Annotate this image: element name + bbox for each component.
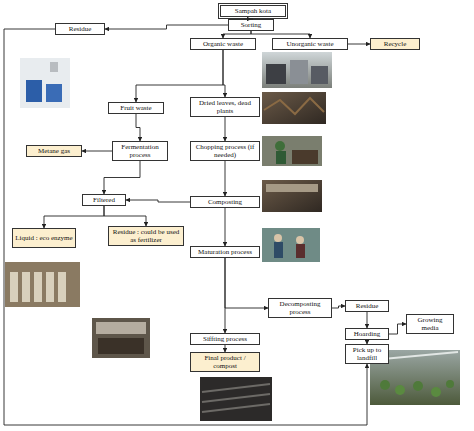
node-label: Fermentation process [115,143,165,159]
process-box: Fruit waste [108,102,164,114]
process-box: Residue [345,300,389,312]
photo-maturation [262,228,320,262]
photo-dried-leaves [262,92,326,124]
process-box: Sampah kota [218,3,288,19]
flow-arrow [105,25,228,29]
flow-arrow [332,306,345,308]
flow-arrow [104,206,146,226]
process-box: Composting [190,196,260,208]
process-box: Hoarding [345,328,389,340]
flow-arrow [126,200,190,202]
flow-arrow [225,161,226,196]
flow-arrow [348,44,370,45]
node-label: Decomposting process [271,300,329,316]
flow-arrow [4,29,367,425]
node-label: Fruit waste [120,104,151,112]
process-box: Filtered [82,194,126,206]
node-label: Unorganic waste [286,40,333,48]
flow-arrow [389,324,406,334]
output-box: Residue : could be used as fertilizer [108,226,184,246]
process-box: Sorting [228,19,274,31]
photo-sifting [92,318,150,358]
photo-composting [262,180,322,212]
photo-chopping [262,136,322,166]
photo-fermentation [20,58,70,108]
node-label: Metane gas [38,147,70,155]
node-label: Sampah kota [235,7,271,15]
flow-arrow [223,31,251,38]
node-label: Chopping process (if needed) [193,143,257,159]
node-label: Sorting [241,21,262,29]
photo-unorganic [262,52,332,88]
node-label: Composting [208,198,242,206]
process-box: Growing media [406,314,454,334]
flow-arrow [225,258,226,333]
flow-arrow [251,31,310,38]
node-label: Recycle [384,40,407,48]
process-box: Maturation process [190,246,260,258]
process-box: Pick up to landfill [345,344,389,364]
flow-arrow [82,151,112,152]
flow-arrow [225,208,226,246]
process-box: Decomposting process [268,298,332,318]
flow-arrow [225,345,226,352]
node-label: Dried leaves, dead plants [193,99,257,115]
node-label: Growing media [409,316,451,332]
flow-arrow [367,340,368,344]
node-label: Residue [356,302,379,310]
process-box: Dried leaves, dead plants [190,97,260,117]
flow-arrow [104,161,140,194]
process-box: Chopping process (if needed) [190,141,260,161]
flow-arrow [367,312,368,328]
flow-arrow [223,50,225,97]
node-label: Pick up to landfill [348,346,386,362]
node-label: Liquid : eco enzyme [15,234,72,242]
output-box: Recycle [370,38,420,50]
node-label: Final product / compost [193,354,257,370]
flow-arrow [225,258,268,308]
process-box: Fermentation process [112,141,168,161]
output-box: Metane gas [26,145,82,157]
node-label: Residue : could be used as fertilizer [111,228,181,244]
node-label: Organic waste [203,40,243,48]
process-box: Unorganic waste [272,38,348,50]
flow-arrow [136,114,140,141]
photo-eco-enzyme [5,262,80,307]
node-label: Residue [69,25,92,33]
flow-arrow [251,19,253,20]
node-label: Maturation process [198,248,252,256]
flow-arrow [44,206,104,228]
node-label: Siffting process [203,335,247,343]
output-box: Final product / compost [190,352,260,372]
process-box: Siffting process [190,333,260,345]
flow-arrow [136,50,223,102]
process-box: Organic waste [190,38,256,50]
node-label: Hoarding [354,330,380,338]
output-box: Liquid : eco enzyme [12,228,76,248]
flow-arrow [225,117,226,141]
photo-compost-bags [200,377,272,421]
node-label: Filtered [93,196,115,204]
process-box: Residue [55,23,105,35]
